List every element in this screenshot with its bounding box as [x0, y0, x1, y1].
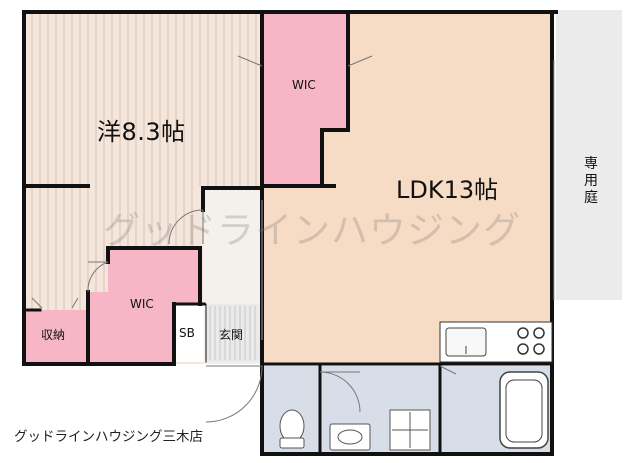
company-name: グッドラインハウジング三木店 — [14, 429, 203, 445]
ldk-label: LDK13帖 — [396, 176, 499, 204]
entrance-hatch — [209, 306, 256, 360]
wic-top-label: WIC — [292, 78, 316, 92]
wic-left-label: WIC — [130, 297, 154, 311]
storage-label: 収納 — [41, 328, 66, 342]
stove-burner-icon — [517, 327, 529, 339]
storage-floor — [26, 310, 88, 362]
washing-machine-icon — [389, 409, 431, 451]
shoebox-label: SB — [179, 326, 195, 340]
bathtub-icon — [499, 371, 549, 449]
wic-top-floor — [262, 12, 348, 186]
entrance-label: 玄関 — [219, 328, 244, 342]
sink-icon — [445, 327, 487, 357]
watermark: グッドラインハウジング — [103, 209, 521, 252]
private-garden-area — [556, 10, 622, 300]
shoebox-floor — [174, 304, 204, 362]
kitchen-counter — [439, 321, 553, 363]
western-room-label: 洋8.3帖 — [97, 118, 186, 146]
doors — [31, 55, 457, 423]
windows — [261, 60, 555, 340]
private-garden-label: 専用庭 — [584, 156, 598, 206]
ldk-floor — [262, 12, 552, 364]
washbasin-icon — [329, 423, 371, 451]
toilet-icon — [279, 409, 305, 449]
